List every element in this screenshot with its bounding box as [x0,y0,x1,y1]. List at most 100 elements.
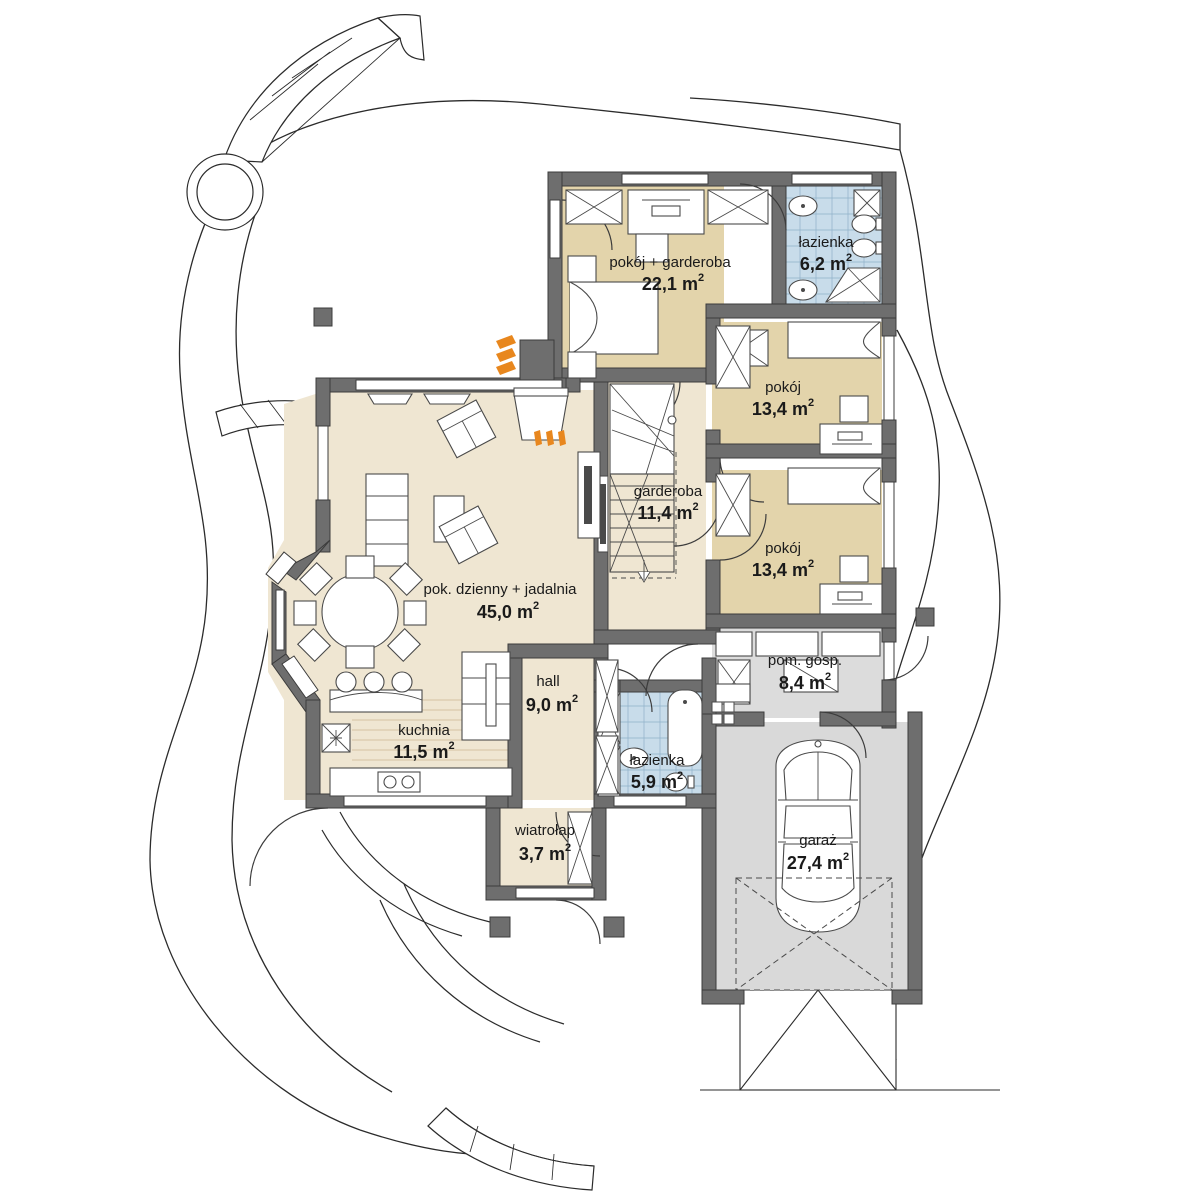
bed-p1-pillow [862,321,881,359]
nightstand-a [635,233,669,263]
window-bath-south [613,795,687,807]
window-living-west [317,425,329,501]
gosp-boiler [715,683,751,703]
door-gosp-east [883,635,929,681]
wall-living-nw-b [315,499,331,553]
kitchen-counter [329,767,513,797]
room-name: hall [536,673,559,690]
wall-east-upper-a [881,171,897,319]
area-unit-superscript: 2 [448,740,454,752]
nightstand-c [567,351,597,379]
room-name: pokój + garderoba [609,254,731,271]
room-label-pom-gosp: pom. gosp.8,4 m2 [768,652,842,693]
garage-driveway [700,989,1000,1091]
wall-garage-east [907,711,923,1005]
furniture-garaz-car [775,739,861,933]
tv-console-b [423,393,471,405]
gosp-counter-c [821,631,881,657]
wall-living-nw-a [315,377,331,427]
window-bay-nw [265,551,297,585]
fill-hall [520,658,598,798]
garage-door-swing [735,877,893,991]
site-contour-lines [149,97,1001,1156]
room-area: 3,7 m2 [519,842,571,864]
door-wiatrolap-entry [555,899,601,945]
furniture-living [293,387,601,669]
area-unit-superscript: 2 [808,397,814,409]
area-unit-superscript: 2 [692,501,698,513]
room-area: 13,4 m2 [752,397,814,419]
room-area: 8,4 m2 [779,671,831,693]
furniture-pom-gosp [711,631,881,725]
wall-pokoj2-south [705,613,897,629]
room-name: garaż [799,832,837,849]
nightstand-b [567,255,597,283]
bathtub [667,689,703,767]
wall-wiatrolap-east [591,807,607,901]
wc-upper-1 [851,214,877,234]
wc-lower [664,772,688,792]
post-marker-nw [313,307,333,327]
bed-p2-pillow [862,467,881,505]
door-lazienka-gorna [739,183,787,231]
window-kitchen-south [343,795,487,807]
room-area: 9,0 m2 [526,693,578,715]
bar-stool-1 [335,671,357,693]
window-east-1 [883,335,895,421]
post-marker-s1 [489,916,511,938]
wall-garage-west [701,711,717,1005]
nightstand-p2 [839,555,869,583]
area-unit-superscript: 2 [698,272,704,284]
window-bay-w [275,589,285,651]
area-unit-superscript: 2 [843,851,849,863]
room-name: garderoba [634,483,703,500]
window-east-3 [883,641,895,681]
door-pokoj-2 [719,513,767,561]
bathroom-tile-grid [614,186,882,798]
tv-console-a [367,393,413,405]
door-gosp-west [645,643,699,697]
door-kitchen-terrace [249,807,329,887]
roundabout-planter [186,153,264,231]
window-west-upper [549,199,561,259]
wall-gosp-south-b [819,711,897,727]
dresser-a-handle [651,205,681,217]
car-roof [783,805,853,839]
post-marker-s2 [603,916,625,938]
terrace-arc-entry [321,811,565,1043]
gosp-counter-b [755,631,819,657]
area-unit-superscript: 2 [808,558,814,570]
furniture-pokoj-2 [715,467,883,615]
gosp-counter-a [715,631,753,657]
room-name: łazienka [629,752,685,769]
doors [249,183,929,945]
tile-grid-lower [614,692,704,798]
wall-garage-south-b [891,989,923,1005]
fireplace-flame-icons [496,335,566,446]
wall-hall-north [507,643,609,659]
room-area: 5,9 m2 [631,770,683,792]
door-gosp-garage [819,711,867,759]
room-name: pok. dzienny + jadalnia [423,581,577,598]
area-unit-superscript: 2 [565,842,571,854]
area-unit-superscript: 2 [572,693,578,705]
area-unit-superscript: 2 [846,252,852,264]
furniture [293,189,893,991]
furniture-lazienka-gorna [788,189,883,303]
window-living-north [355,379,563,391]
wc-upper-2 [851,238,877,258]
wall-east-upper-b [881,317,897,337]
bar-stool-2 [363,671,385,693]
cistern-2 [875,241,883,255]
entry-steps-arc [427,1107,595,1191]
wall-living-sw [305,699,321,809]
